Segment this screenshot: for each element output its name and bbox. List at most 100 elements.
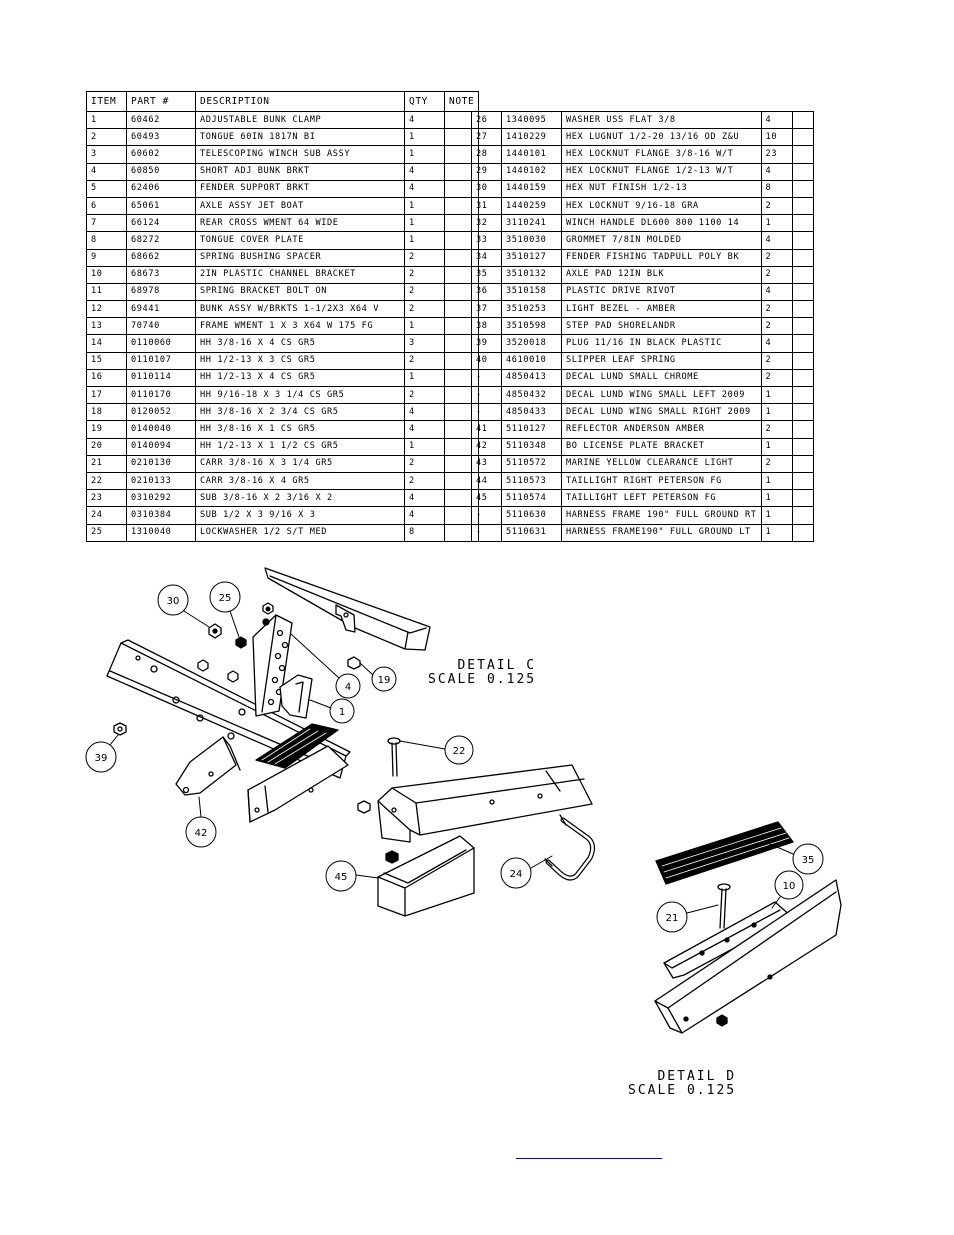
note-cell <box>791 489 814 508</box>
item-cell: 45 <box>471 489 502 508</box>
note-cell <box>791 471 814 491</box>
item-cell: 43 <box>471 454 502 473</box>
description-cell: ADJUSTABLE BUNK CLAMP <box>195 110 405 130</box>
note-cell <box>791 454 814 473</box>
qty-cell: 1 <box>760 437 793 456</box>
part-number-cell: 5110572 <box>501 454 562 473</box>
description-cell: TELESCOPING WINCH SUB ASSY <box>195 145 405 164</box>
table-header-row: ITEM PART # DESCRIPTION QTY NOTE <box>86 91 480 112</box>
part-number-cell: 4610010 <box>501 351 562 370</box>
note-cell <box>791 523 814 542</box>
header-qty: QTY <box>404 91 445 112</box>
part-number-cell: 3510132 <box>501 265 562 284</box>
note-cell <box>791 265 814 284</box>
description-cell: TAILLIGHT RIGHT PETERSON FG <box>561 471 762 491</box>
note-cell <box>791 214 814 233</box>
fender-part <box>264 567 431 651</box>
part-number-cell: 62406 <box>126 179 196 198</box>
item-cell: 27 <box>471 128 502 147</box>
qty-cell: 2 <box>404 385 445 405</box>
part-number-cell: 0110107 <box>126 351 196 370</box>
item-cell: 24 <box>86 506 127 525</box>
balloon-24: 24 <box>510 869 523 880</box>
part-number-cell: 0210133 <box>126 471 196 491</box>
part-number-cell: 0310292 <box>126 489 196 508</box>
note-cell <box>791 437 814 456</box>
part-number-cell: 1310040 <box>126 523 196 542</box>
description-cell: PLASTIC DRIVE RIVOT <box>561 282 762 302</box>
detail-c-scale: SCALE 0.125 <box>428 672 537 687</box>
part-number-cell: 1440102 <box>501 162 562 181</box>
item-cell: 37 <box>471 300 502 319</box>
header-part-number: PART # <box>126 91 196 112</box>
part-number-cell: 5110630 <box>501 506 562 525</box>
qty-cell: 2 <box>404 351 445 370</box>
qty-cell: 2 <box>404 282 445 302</box>
description-cell: HEX NUT FINISH 1/2-13 <box>561 179 762 198</box>
item-cell: 25 <box>86 523 127 542</box>
description-cell: DECAL LUND WING SMALL LEFT 2009 <box>561 385 762 405</box>
part-number-cell: 5110574 <box>501 489 562 508</box>
description-cell: FENDER FISHING TADPULL POLY BK <box>561 248 762 267</box>
description-cell: HH 1/2-13 X 1 1/2 CS GR5 <box>195 437 405 456</box>
balloon-42: 42 <box>195 828 208 839</box>
qty-cell: 1 <box>404 317 445 336</box>
part-number-cell: 60493 <box>126 128 196 147</box>
qty-cell: 2 <box>760 420 793 439</box>
detail-d-scale: SCALE 0.125 <box>628 1083 737 1098</box>
qty-cell: 4 <box>760 162 793 181</box>
qty-cell: 4 <box>404 403 445 422</box>
bunk-bracket-part <box>252 614 293 717</box>
item-cell: 39 <box>471 334 502 353</box>
item-cell: 13 <box>86 317 127 336</box>
part-number-cell: 3510127 <box>501 248 562 267</box>
balloon-4: 4 <box>345 682 351 693</box>
item-cell: 18 <box>86 403 127 422</box>
balloon-30: 30 <box>167 596 180 607</box>
part-number-cell: 4850413 <box>501 368 562 388</box>
qty-cell: 1 <box>404 145 445 164</box>
description-cell: TAILLIGHT LEFT PETERSON FG <box>561 489 762 508</box>
part-number-cell: 0110060 <box>126 334 196 353</box>
item-cell: 30 <box>471 179 502 198</box>
qty-cell: 1 <box>404 368 445 388</box>
note-cell <box>791 162 814 181</box>
item-cell: 33 <box>471 231 502 250</box>
qty-cell: 8 <box>404 523 445 542</box>
item-cell: 32 <box>471 214 502 233</box>
header-note: NOTE <box>443 91 480 112</box>
description-cell: FRAME WMENT 1 X 3 X64 W 175 FG <box>195 317 405 336</box>
description-cell: PLUG 11/16 IN BLACK PLASTIC <box>561 334 762 353</box>
part-number-cell: 3110241 <box>501 214 562 233</box>
description-cell: HEX LOCKNUT FLANGE 3/8-16 W/T <box>561 145 762 164</box>
qty-cell: 1 <box>760 523 793 542</box>
balloon-22: 22 <box>453 746 466 757</box>
note-cell <box>791 385 814 405</box>
item-cell: - <box>471 506 502 525</box>
part-number-cell: 0120052 <box>126 403 196 422</box>
part-number-cell: 60602 <box>126 145 196 164</box>
part-number-cell: 1340095 <box>501 110 562 130</box>
footer-link-underline[interactable] <box>516 1158 662 1159</box>
qty-cell: 1 <box>404 214 445 233</box>
item-cell: 19 <box>86 420 127 439</box>
description-cell: BO LICENSE PLATE BRACKET <box>561 437 762 456</box>
qty-cell: 4 <box>760 334 793 353</box>
